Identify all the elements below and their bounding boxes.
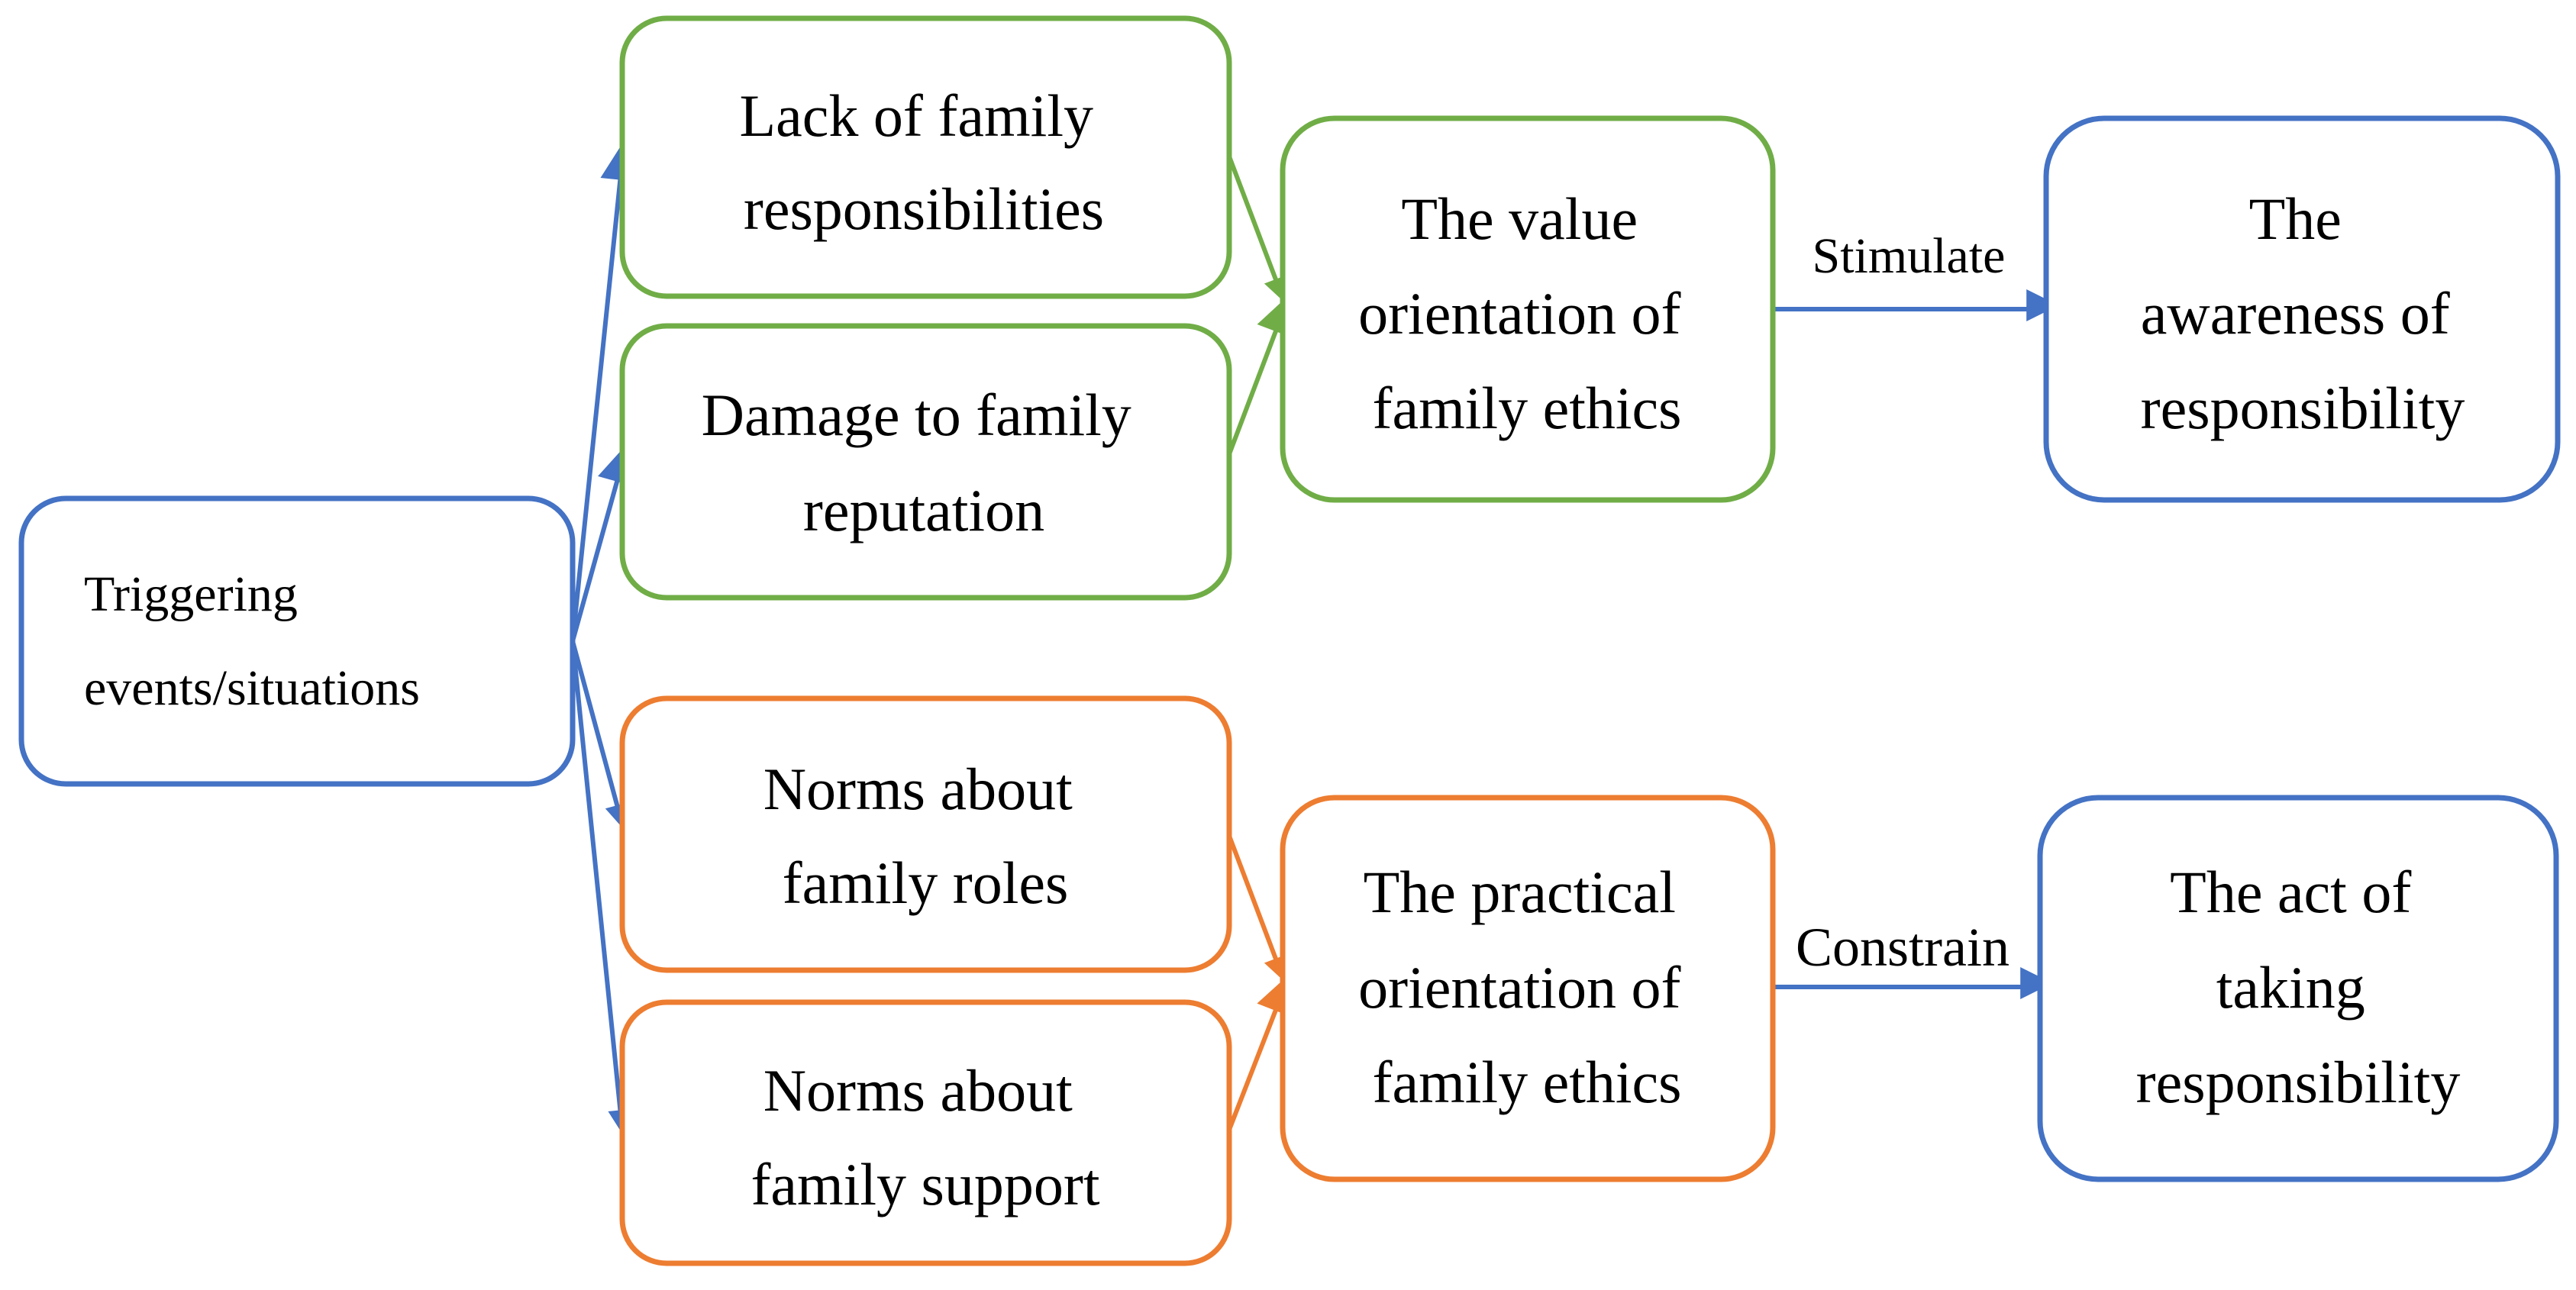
trigger-node: Triggering events/situations [18,495,576,787]
value-edges [1227,155,1295,456]
lack-node: Lack of family responsibilities [619,15,1232,299]
trigger-edges [570,147,641,1142]
edge-trigger-to-support [570,640,641,1142]
stimulate-label: Stimulate [1813,228,2006,284]
practical-orientation-node: The practical orientation of family ethi… [1280,795,1776,1182]
practical-line-1: The practical [1364,859,1676,925]
edge-roles-to-practical [1227,834,1295,988]
svg-text:The awareness of r: The awareness of responsibility [2141,185,2465,441]
svg-text:Norms about family roles: Norms about family roles [763,756,1088,916]
act-node: The act of taking responsibility [2037,795,2559,1182]
support-line-1: Norms about [763,1057,1073,1124]
lack-line-2: responsibilities [744,176,1104,242]
damage-line-1: Damage to family [702,382,1131,448]
value-line-2: orientation of [1358,280,1680,347]
value-orientation-node: The value orientation of family ethics [1280,115,1776,503]
edge-trigger-to-lack [570,147,633,642]
support-node: Norms about family support [619,999,1232,1266]
edge-trigger-to-damage [570,450,629,642]
edge-support-to-practical [1227,979,1287,1131]
practical-line-2: orientation of [1358,954,1680,1021]
svg-text:Lack of family responsib: Lack of family responsibilities [740,82,1109,242]
value-line-3: family ethics [1372,375,1681,441]
lack-line-1: Lack of family [740,82,1093,149]
edge-trigger-to-roles [570,640,637,836]
roles-line-2: family roles [783,850,1069,916]
awareness-line-1: The [2249,185,2342,252]
trigger-line-2: events/situations [84,660,420,716]
svg-text:The value orientation of: The value orientation of family ethics [1358,185,1696,441]
roles-line-1: Norms about [763,756,1073,822]
edge-lack-to-value [1227,155,1295,308]
act-line-3: responsibility [2136,1049,2461,1115]
svg-text:The practical orientatio: The practical orientation of family ethi… [1358,859,1696,1115]
svg-text:Norms about family suppo: Norms about family support [751,1057,1099,1217]
practical-line-3: family ethics [1372,1049,1681,1115]
awareness-node: The awareness of responsibility [2043,115,2561,503]
roles-node: Norms about family roles [619,695,1232,973]
awareness-line-2: awareness of [2141,280,2450,347]
support-line-2: family support [751,1151,1099,1217]
damage-node: Damage to family reputation [619,323,1232,601]
edge-damage-to-value [1227,300,1287,456]
svg-text:Triggering events/situat: Triggering events/situations [84,566,420,716]
constrain-label: Constrain [1796,917,2009,978]
value-line-1: The value [1401,185,1638,252]
damage-line-2: reputation [803,477,1044,543]
outcome-edges: Stimulate Constrain [1773,228,2059,999]
act-line-2: taking [2216,954,2365,1021]
act-line-1: The act of [2170,859,2411,925]
svg-text:Damage to family reputat: Damage to family reputation [702,382,1147,543]
trigger-line-1: Triggering [84,566,298,622]
practical-edges [1227,834,1295,1131]
svg-text:The act of taking: The act of taking responsibility [2136,859,2461,1115]
awareness-line-3: responsibility [2141,375,2465,441]
